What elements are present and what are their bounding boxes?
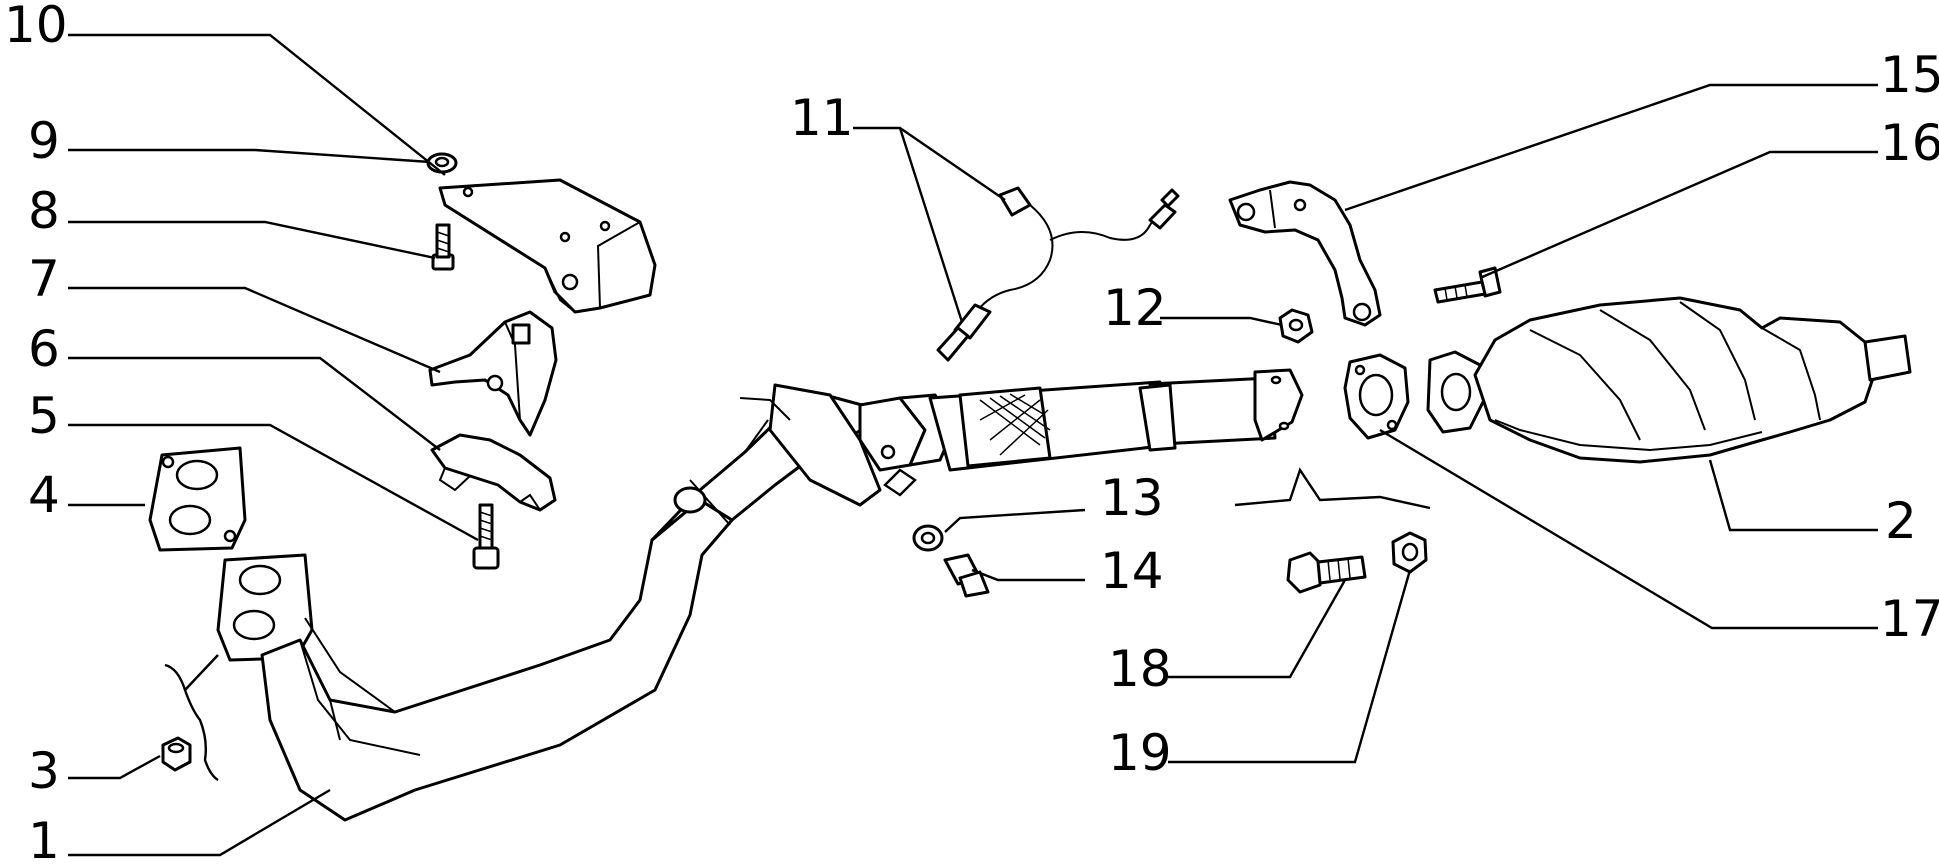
part-14-plug [943,553,990,598]
callout-17: 17 [1880,590,1939,648]
callout-5: 5 [28,387,60,445]
part-18-bolt [1286,551,1367,594]
callout-4: 4 [28,466,60,524]
callout-19: 19 [1108,724,1172,782]
callout-15: 15 [1880,46,1939,104]
callout-10: 10 [4,0,68,54]
callout-7: 7 [28,250,60,308]
part-17-gasket [1343,353,1410,440]
part-6-clamp-lower [430,433,557,512]
part-19-nut [1391,531,1428,574]
callout-12: 12 [1103,279,1167,337]
callout-9: 9 [28,112,60,170]
intermediate-pipe [928,368,1304,472]
callout-1: 1 [28,812,60,865]
part-7-clamp-upper [428,310,558,437]
part-1-front-pipe [216,383,882,822]
part-5-bolt [472,503,500,570]
callout-14: 14 [1100,542,1164,600]
callout-numbers: 10 9 8 7 6 5 4 3 1 11 12 13 14 18 19 15 … [4,0,1939,865]
part-15-bracket [1228,180,1382,327]
leader-lines [68,33,1878,857]
part-3-nut [161,736,192,772]
callout-13: 13 [1100,469,1164,527]
assembly-brackets [164,467,1431,782]
callout-16: 16 [1880,114,1939,172]
part-9-washer [426,152,458,174]
callout-8: 8 [28,182,60,240]
callout-18: 18 [1108,640,1172,698]
part-2-catalytic-converter [1426,296,1912,464]
part-4-gasket [148,446,247,552]
callout-3: 3 [28,742,60,800]
part-13-washer [912,524,944,552]
part-12-nut [1278,308,1314,344]
part-8-stud [431,223,455,271]
part-10-bracket [438,178,657,314]
callout-6: 6 [28,320,60,378]
callout-11: 11 [790,89,854,147]
part-11-oxygen-sensor [936,186,1180,362]
callout-2: 2 [1885,492,1917,550]
part-16-bolt [1433,266,1502,304]
